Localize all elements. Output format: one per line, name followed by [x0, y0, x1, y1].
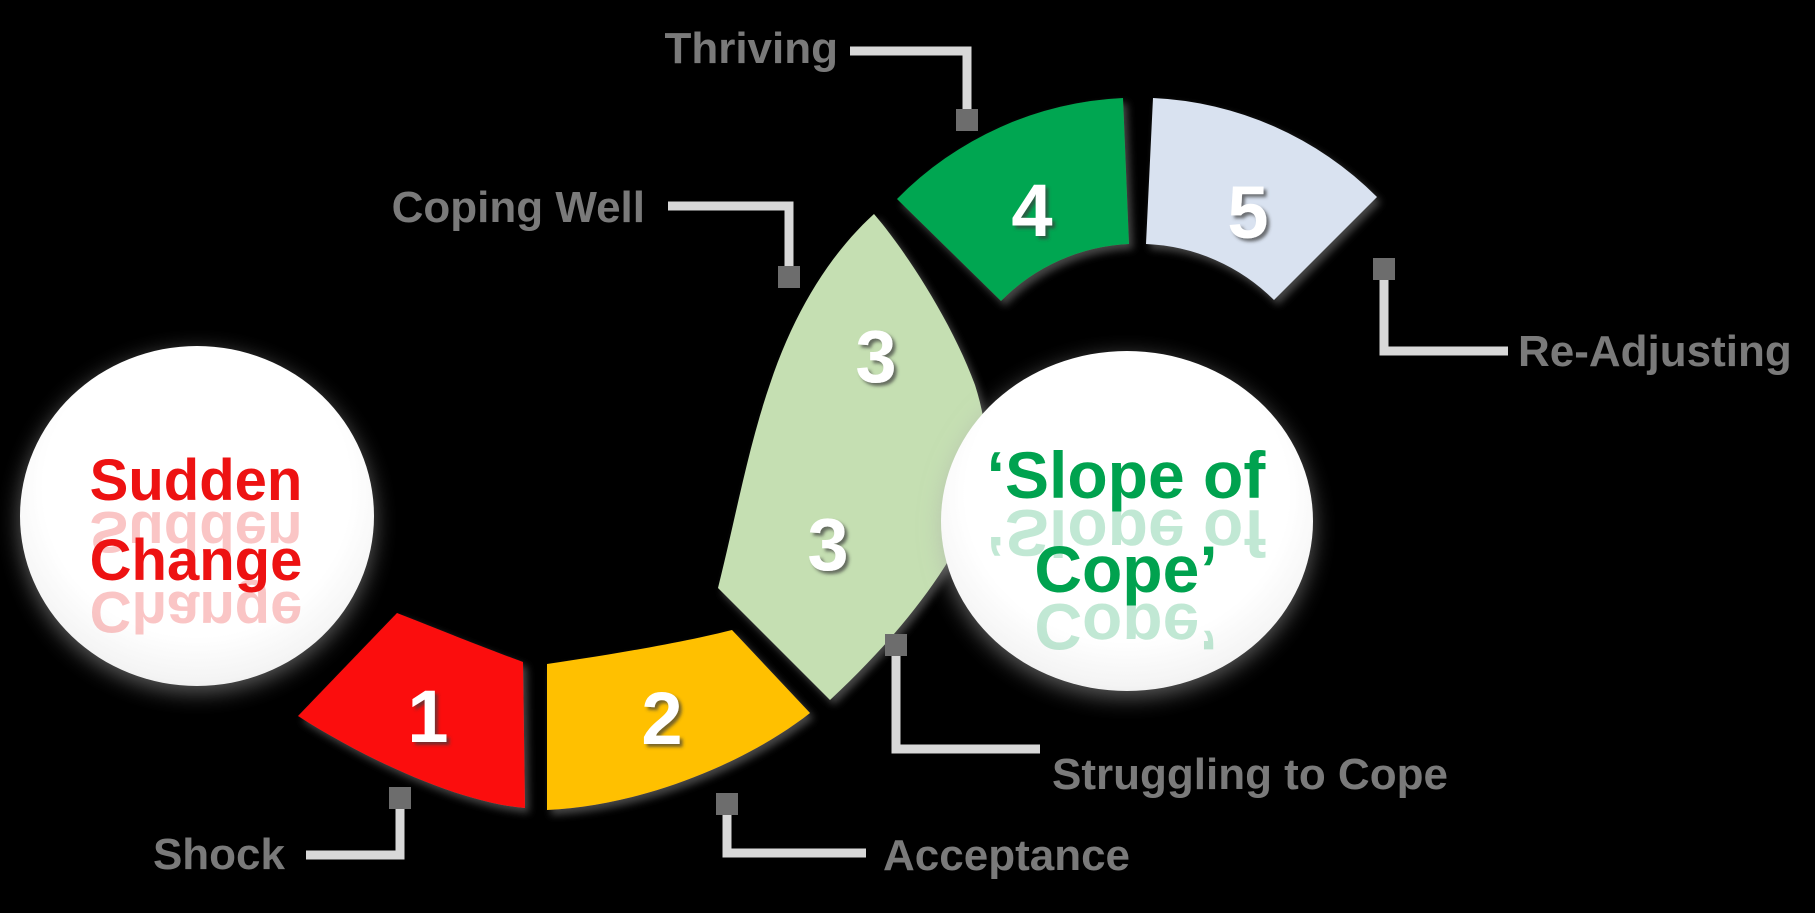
segment-3-slope-band — [718, 214, 987, 700]
thriving-connector-line — [850, 46, 972, 112]
slope-of-cope-circle — [941, 351, 1313, 691]
segment-numbers: 1 2 3 3 4 5 — [407, 169, 1268, 760]
segment-1-number: 1 — [407, 675, 448, 758]
slope-of-cope-line2: Cope’ — [1034, 532, 1217, 606]
acceptance-connector-line — [722, 810, 866, 858]
shock-connector-line — [306, 807, 405, 860]
re-adjusting-label: Re-Adjusting — [1518, 327, 1792, 376]
callout-connectors — [306, 46, 1508, 860]
segment-3-lower-number: 3 — [807, 503, 848, 586]
re-adjusting-connector-line — [1379, 276, 1508, 356]
segment-4-thriving-wedge — [897, 98, 1129, 301]
sudden-change-line2-reflection: Change — [90, 579, 303, 644]
acceptance-marker — [716, 793, 738, 815]
shock-marker — [389, 787, 411, 809]
sudden-change-circle — [20, 346, 374, 686]
segment-3-upper-number: 3 — [855, 315, 896, 398]
acceptance-label: Acceptance — [883, 831, 1130, 880]
segment-2-acceptance-wedge — [547, 630, 810, 810]
slope-of-cope-line2-reflection: Cope’ — [1034, 590, 1217, 664]
thriving-label: Thriving — [664, 24, 838, 73]
struggling-to-cope-connector-line — [891, 652, 1040, 754]
coping-well-marker — [778, 266, 800, 288]
shock-label: Shock — [153, 830, 286, 879]
sudden-change-line1: Sudden — [90, 448, 303, 513]
callout-markers — [389, 109, 1395, 815]
slope-of-cope-bubble: ‘Slope of ‘Slope of Cope’ Cope’ — [941, 351, 1313, 691]
struggling-to-cope-label: Struggling to Cope — [1052, 750, 1448, 799]
sudden-change-bubble: Sudden Sudden Change Change — [20, 346, 374, 686]
curve-segments — [298, 98, 1377, 810]
callout-labels: Thriving Coping Well Re-Adjusting Shock … — [153, 24, 1792, 880]
slope-of-cope-line1: ‘Slope of — [987, 438, 1267, 512]
segment-5-re-adjusting-wedge — [1146, 98, 1377, 300]
coping-well-label: Coping Well — [392, 183, 645, 232]
coping-well-connector-line — [668, 201, 794, 271]
struggling-to-cope-marker — [885, 634, 907, 656]
segment-2-number: 2 — [641, 677, 682, 760]
segment-5-number: 5 — [1227, 171, 1268, 254]
segment-4-number: 4 — [1011, 169, 1052, 252]
sudden-change-line2: Change — [90, 528, 303, 593]
sudden-change-line1-reflection: Sudden — [90, 499, 303, 564]
re-adjusting-marker — [1373, 258, 1395, 280]
slope-of-cope-line1-reflection: ‘Slope of — [987, 496, 1267, 570]
segment-1-shock-wedge — [298, 613, 525, 808]
thriving-marker — [956, 109, 978, 131]
